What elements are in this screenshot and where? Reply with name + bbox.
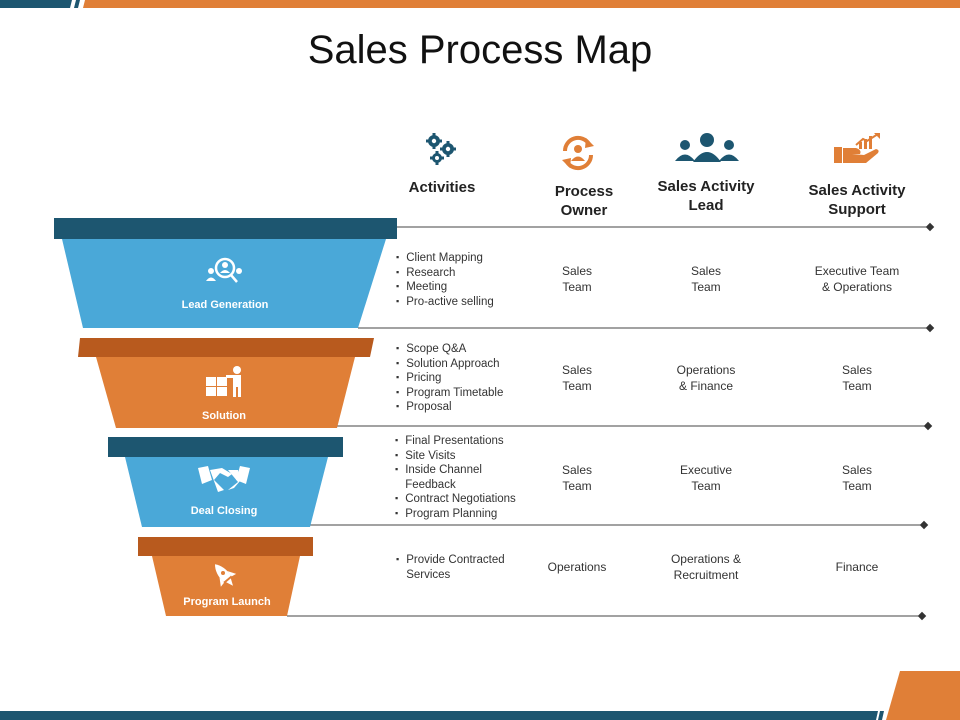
activities-list-deal-closing: Final Presentations Site Visits Inside C… [395,434,516,521]
stage-label-deal-closing: Deal Closing [190,505,258,517]
activity-item: Final Presentations [395,434,516,449]
page-title: Sales Process Map [307,28,653,72]
activity-item: Proposal [396,400,503,415]
sales-activity-lead-cell: Operations& Finance [676,363,736,393]
bottom-banner-navy [0,711,878,720]
stage-label-program-launch: Program Launch [183,596,271,608]
activity-item: Services [406,568,451,581]
handshake-icon [198,466,250,492]
sales-activity-support-cell: Executive Team& Operations [814,264,900,294]
column-header-activities: Activities [408,179,476,196]
sales-activity-lead-cell: Operations &Recruitment [670,552,742,582]
team-icon [675,133,739,162]
activities-list-program-launch: Provide Contracted Services [396,553,504,582]
puzzle-person-icon [206,366,241,397]
funnel-rim-2 [78,338,374,357]
row-dividers [287,226,930,617]
activity-item: Inside Channel [395,463,516,478]
activity-item: Feedback [405,478,456,491]
sales-activity-support-cell: Finance [835,560,879,574]
activity-item: Meeting [396,280,494,295]
activity-item: Solution Approach [396,357,503,372]
activity-item: Client Mapping [396,251,494,266]
top-banner-stripe [74,0,80,8]
stage-label-solution: Solution [202,410,246,422]
activities-list-lead-generation: Client Mapping Research Meeting Pro-acti… [396,251,494,309]
funnel-stage-lead-generation [62,239,386,328]
gears-icon [426,133,456,165]
activity-item: Contract Negotiations [395,492,516,507]
activity-item: Site Visits [395,449,516,464]
process-owner-cell: Operations [547,560,607,574]
hand-growth-icon [834,133,880,163]
bottom-banner-orange [886,671,960,720]
person-cycle-icon [562,135,594,171]
activity-item: Scope Q&A [396,342,503,357]
activities-list-solution: Scope Q&A Solution Approach Pricing Prog… [396,342,503,415]
funnel-rim-3 [108,437,343,457]
top-banner-navy [0,0,72,8]
top-banner-orange [83,0,960,8]
people-search-icon [206,257,242,283]
activity-item: Pro-active selling [396,295,494,310]
funnel-stage-deal-closing [125,457,328,527]
funnel-rim-4 [138,537,313,556]
activity-item: Program Timetable [396,386,503,401]
activity-item: Pricing [396,371,503,386]
funnel-stage-program-launch [152,556,300,616]
stage-label-lead-generation: Lead Generation [181,299,269,311]
activity-item: Provide Contracted [396,553,504,568]
rocket-icon [215,564,237,587]
funnel-rim-1 [54,218,397,239]
bottom-banner-stripe [878,711,884,720]
activity-item: Research [396,266,494,281]
activity-item: Program Planning [395,507,516,522]
divider-end-markers [917,222,935,621]
